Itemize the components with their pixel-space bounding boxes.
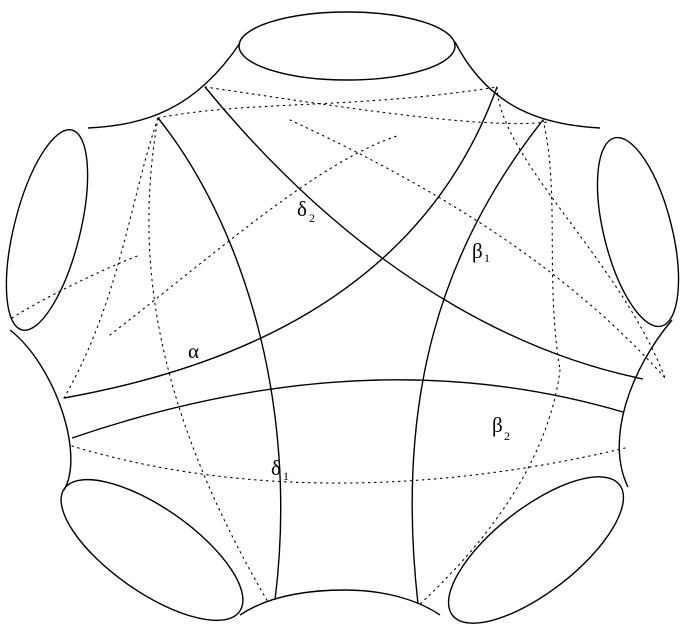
label-beta1-symbol: β bbox=[472, 239, 483, 263]
boundary-circle-bottom-right bbox=[427, 452, 646, 628]
curve-alpha bbox=[64, 87, 497, 398]
label-beta2-index: 2 bbox=[504, 429, 510, 443]
curve-beta1 bbox=[412, 120, 543, 604]
back-curve-top-left-to-right bbox=[205, 87, 548, 124]
surface-edge-top-left bbox=[88, 43, 240, 128]
label-beta2-symbol: β bbox=[492, 413, 503, 437]
surface-edge-top-right bbox=[455, 42, 600, 128]
back-curve-lower-band bbox=[72, 446, 625, 483]
label-beta1-index: 1 bbox=[484, 251, 490, 265]
surface-edge-right bbox=[619, 320, 672, 487]
boundary-circle-left bbox=[0, 122, 104, 338]
label-delta1-index: 1 bbox=[283, 469, 289, 483]
back-curve-right-upper bbox=[543, 120, 560, 370]
curve-beta2 bbox=[72, 380, 623, 438]
label-delta2-index: 2 bbox=[309, 211, 315, 225]
label-delta1-symbol: δ bbox=[271, 456, 281, 480]
boundary-circle-bottom-left bbox=[40, 454, 263, 628]
surface-edge-bottom bbox=[240, 590, 440, 615]
surface-edge-left bbox=[10, 330, 71, 490]
label-delta1: δ 1 bbox=[271, 456, 289, 483]
back-curve-left-upper bbox=[110, 135, 400, 335]
boundary-circle-right bbox=[582, 130, 688, 335]
label-beta1: β 1 bbox=[472, 239, 490, 265]
label-alpha-symbol: α bbox=[188, 339, 199, 363]
back-curve-left-side bbox=[12, 255, 140, 318]
label-alpha: α bbox=[188, 339, 199, 363]
back-curve-right-lower bbox=[418, 370, 560, 606]
label-delta2-symbol: δ bbox=[297, 197, 307, 221]
curve-delta1 bbox=[158, 118, 281, 600]
back-curve-top-diagonal-right bbox=[497, 87, 665, 378]
curve-delta2 bbox=[205, 87, 643, 379]
boundary-circle-top bbox=[239, 12, 455, 80]
label-beta2: β 2 bbox=[492, 413, 510, 443]
back-curve-left-cross bbox=[64, 118, 158, 398]
